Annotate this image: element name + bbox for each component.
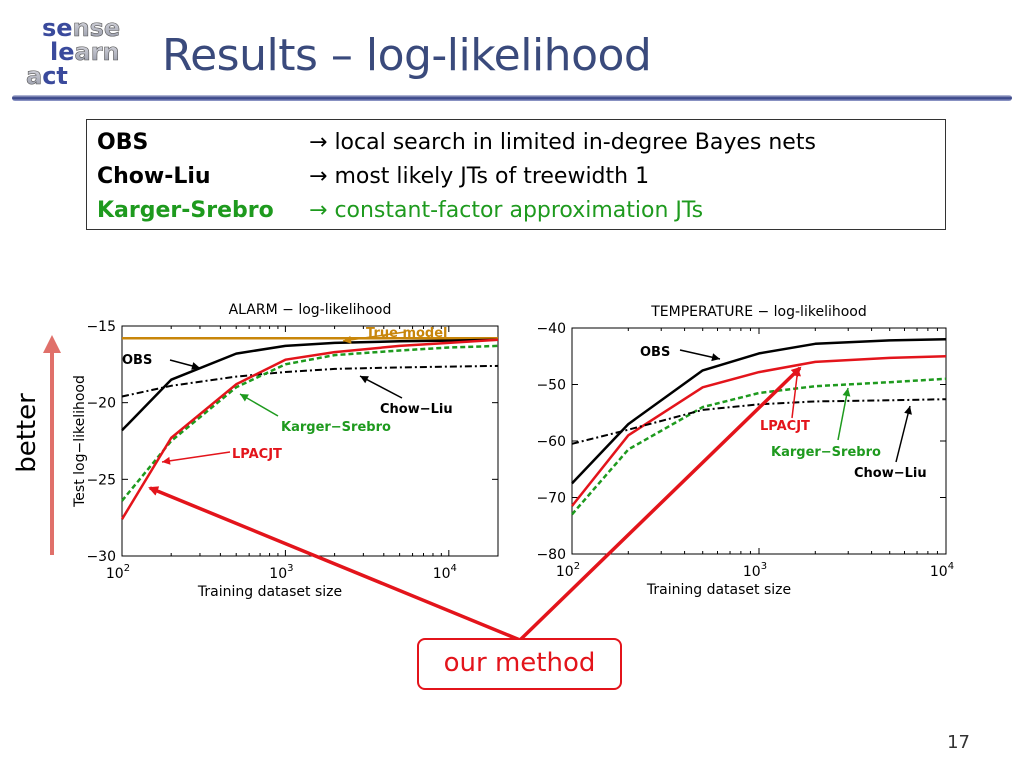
annotation-label: LPACJT (760, 419, 810, 434)
legend-name: Chow-Liu (97, 164, 211, 189)
annotation-arrow (161, 451, 231, 463)
svg-text:sense: sense (42, 14, 120, 42)
logo-ct: ct (42, 62, 68, 88)
x-tick-label: 102 (556, 561, 580, 580)
y-tick-label: −70 (536, 491, 566, 507)
y-axis-label: Test log−likelihood (72, 375, 88, 508)
annotation-label: LPACJT (232, 447, 282, 462)
series-line (120, 338, 499, 520)
title-underline (12, 95, 1012, 101)
legend-desc-text: constant-factor approximation JTs (334, 198, 704, 223)
svg-text:act: act (26, 62, 68, 88)
method-legend-box: OBS → local search in limited in-degree … (86, 119, 946, 230)
annotation-label: True model (366, 326, 448, 341)
alarm-chart-svg: ALARM − log-likelihood −30 −25 −20 −15 102 103… (72, 302, 499, 600)
annotation-arrowhead (240, 394, 249, 402)
legend-name: Karger-Srebro (97, 198, 274, 223)
arrow-icon: → (309, 130, 328, 155)
chart-title: TEMPERATURE − log-likelihood (650, 304, 866, 320)
x-tick-label: 104 (433, 563, 457, 582)
y-tick-label: −40 (536, 321, 566, 337)
x-tick-label: 103 (269, 563, 293, 582)
annotation-label: Chow−Liu (380, 402, 453, 417)
logo-arn: arn (75, 38, 120, 66)
svg-text:learn: learn (50, 38, 120, 66)
legend-desc: → most likely JTs of treewidth 1 (309, 164, 649, 189)
sense-learn-act-logo: sense learn act (22, 14, 132, 91)
logo-nse: nse (73, 14, 121, 42)
annotation-arrowhead (904, 406, 912, 415)
arrow-icon: → (309, 164, 328, 189)
annotation-label: OBS (122, 353, 152, 368)
slide-title: Results – log-likelihood (162, 30, 652, 81)
legend-name: OBS (97, 130, 149, 155)
annotation-arrowhead (842, 388, 851, 397)
annotation-arrowhead (711, 353, 720, 362)
legend-desc: → local search in limited in-degree Baye… (309, 130, 816, 155)
annotation-arrowhead (162, 456, 171, 465)
x-tick-label: 102 (106, 563, 130, 582)
better-arrow-icon (43, 335, 61, 555)
x-tick-label: 103 (743, 561, 767, 580)
logo-graphic: sense learn act (26, 14, 121, 91)
plot-area (571, 327, 947, 555)
our-method-label: our method (443, 648, 596, 678)
x-axis-label: Training dataset size (197, 584, 342, 600)
temperature-chart: TEMPERATURE − log-likelihood −80 −70 −60 −50… (520, 290, 970, 610)
series-line (121, 344, 499, 502)
page-number: 17 (947, 732, 970, 753)
y-tick-label: −25 (86, 472, 116, 488)
legend-row-karger-srebro: Karger-Srebro → constant-factor approxim… (97, 198, 703, 223)
legend-row-chow-liu: Chow-Liu → most likely JTs of treewidth … (97, 164, 649, 189)
legend-row-obs: OBS → local search in limited in-degree … (97, 130, 816, 155)
legend-desc-text: most likely JTs of treewidth 1 (334, 164, 650, 189)
y-tick-label: −15 (86, 319, 116, 335)
annotation-arrowhead (360, 376, 369, 384)
annotation-arrow (895, 405, 911, 463)
annotation-label: OBS (640, 345, 670, 360)
series-line (571, 377, 947, 516)
our-method-callout: our method (417, 638, 622, 690)
y-tick-label: −50 (536, 378, 566, 394)
better-label: better (12, 393, 42, 473)
alarm-chart: ALARM − log-likelihood −30 −25 −20 −15 102 103… (60, 290, 510, 610)
temperature-chart-svg: TEMPERATURE − log-likelihood −80 −70 −60 −50… (536, 304, 954, 598)
y-tick-label: −30 (86, 549, 116, 565)
annotation-label: Chow−Liu (854, 466, 927, 481)
legend-desc: → constant-factor approximation JTs (309, 198, 703, 223)
annotation-arrow (837, 387, 849, 441)
x-tick-label: 104 (930, 561, 954, 580)
annotation-label: Karger−Srebro (281, 420, 391, 435)
series-line (121, 364, 499, 398)
annotation-arrowhead (191, 362, 200, 370)
arrow-icon: → (309, 198, 328, 223)
annotation-label: Karger−Srebro (771, 445, 881, 460)
series-line (121, 338, 499, 432)
legend-desc-text: local search in limited in-degree Bayes … (334, 130, 816, 155)
logo-a: a (26, 62, 42, 88)
y-tick-label: −20 (86, 396, 116, 412)
annotation-arrow (342, 331, 406, 342)
y-tick-label: −80 (536, 547, 566, 563)
y-tick-label: −60 (536, 434, 566, 450)
chart-title: ALARM − log-likelihood (229, 302, 392, 318)
logo-se: se (42, 14, 73, 42)
logo-le: le (50, 38, 75, 66)
x-axis-label: Training dataset size (646, 582, 791, 598)
annotation-arrowhead (343, 335, 352, 344)
